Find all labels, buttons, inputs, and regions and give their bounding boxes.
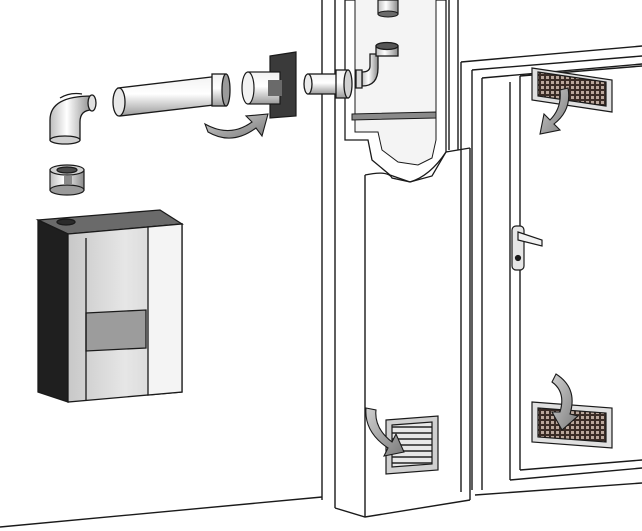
wall-boiler [35, 209, 184, 403]
flue-adapter [49, 164, 85, 196]
horizontal-flue-pipe [112, 73, 231, 117]
flow-arrow-door-lower [551, 373, 580, 431]
wall-plate [241, 51, 297, 119]
flow-arrow-upper [203, 113, 269, 139]
chimney-riser [377, 0, 399, 18]
chimney-connector [303, 69, 353, 99]
door-vent-upper [531, 67, 613, 113]
door-vent-lower [531, 401, 613, 449]
chimney-cutaway [344, 0, 471, 183]
door-frame [460, 45, 642, 492]
chimney-elbow [355, 41, 399, 89]
flow-arrow-grille [365, 407, 405, 457]
door-handle [511, 225, 543, 271]
elbow-bend [49, 92, 97, 145]
flow-arrow-door-upper [539, 87, 570, 135]
